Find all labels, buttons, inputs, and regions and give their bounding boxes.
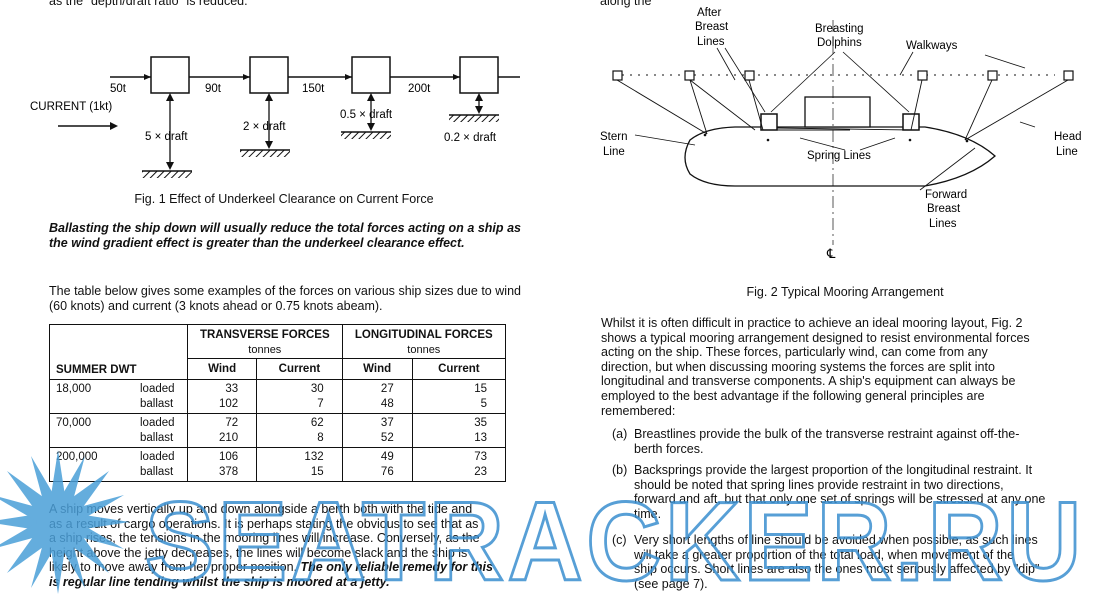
fig1-current-label: CURRENT (1kt): [30, 101, 112, 113]
fig1-clearance-3: 0.5 × draft: [340, 109, 393, 121]
label-breasting-1: Breasting: [815, 23, 864, 35]
fig1-clearance-1: 5 × draft: [145, 131, 188, 143]
forces-table: SUMMER DWT TRANSVERSE FORCES tonnes LONG…: [49, 324, 507, 482]
label-walkways: Walkways: [906, 40, 958, 52]
mooring-point: [917, 70, 928, 81]
fig2-caption: Fig. 2 Typical Mooring Arrangement: [746, 285, 944, 299]
mooring-point: [987, 70, 998, 81]
dolphin-aft: [760, 113, 778, 131]
list-item-b: (b) Backsprings provide the largest prop…: [612, 463, 1046, 521]
fig1-clearance-4: 0.2 × draft: [444, 132, 497, 144]
row-dwt: 200,000: [56, 451, 98, 463]
ballast-note: Ballasting the ship down will usually re…: [49, 221, 521, 250]
label-forward-breast-1: Forward: [925, 189, 967, 201]
ship-hull: [684, 126, 996, 187]
fig2-diagram: After Breast Lines Breasting Dolphins Wa…: [600, 7, 1082, 261]
fig1-box-2: [249, 56, 289, 94]
fig1-box-4: [459, 56, 499, 94]
table-current-head-2: Current: [411, 358, 507, 380]
table-wind-head-2: Wind: [341, 358, 413, 380]
fig1-box-3: [351, 56, 391, 94]
mooring-paragraph: Whilst it is often difficult in practice…: [601, 316, 1030, 418]
list-item-a: (a) Breastlines provide the bulk of the …: [612, 427, 1020, 456]
fig1-force-3: 150t: [302, 83, 325, 95]
fig1-force-4: 200t: [408, 83, 431, 95]
label-stern-1: Stern: [600, 131, 628, 143]
table-current-head-1: Current: [256, 358, 343, 380]
list-item-c: (c) Very short lengths of line should be…: [612, 533, 1040, 591]
label-forward-breast-3: Lines: [929, 218, 957, 230]
label-after-breast-1: After: [697, 7, 721, 19]
mooring-point: [612, 70, 623, 81]
table-transverse-head: TRANSVERSE FORCES tonnes: [187, 324, 343, 359]
fig1-force-1: 50t: [110, 83, 127, 95]
label-spring-lines: Spring Lines: [807, 150, 871, 162]
label-after-breast-3: Lines: [697, 36, 725, 48]
tide-emphasis-1: The only reliable remedy for this: [300, 560, 493, 575]
label-after-breast-2: Breast: [695, 21, 729, 33]
label-centreline: ℄: [826, 246, 836, 261]
top-fragment-text: as the "depth/draft ratio" is reduced.: [49, 0, 248, 8]
table-intro: The table below gives some examples of t…: [49, 284, 521, 313]
label-head-2: Line: [1056, 146, 1078, 158]
table-longitudinal-head: LONGITUDINAL FORCES tonnes: [341, 324, 507, 359]
fig1-force-2: 90t: [205, 83, 222, 95]
label-head-1: Head: [1054, 131, 1082, 143]
fig1-clearance-2: 2 × draft: [243, 121, 286, 133]
mooring-point: [744, 70, 755, 81]
mooring-point: [1063, 70, 1074, 81]
top-right-fragment: along the: [600, 0, 652, 8]
tide-paragraph: A ship moves vertically up and down alon…: [49, 502, 521, 590]
label-stern-2: Line: [603, 146, 625, 158]
row-dwt: 18,000: [56, 383, 92, 395]
row-dwt: 70,000: [56, 417, 92, 429]
table-wind-head-1: Wind: [186, 358, 258, 380]
mooring-point: [684, 70, 695, 81]
fig1-caption: Fig. 1 Effect of Underkeel Clearance on …: [134, 192, 434, 206]
label-forward-breast-2: Breast: [927, 203, 961, 215]
fig1-diagram: 50t 90t 150t 200t CURRENT (1kt) 5 × draf…: [30, 56, 520, 178]
jetty-platform: [804, 96, 871, 128]
dolphin-fwd: [902, 113, 920, 131]
fig1-box-1: [150, 56, 190, 94]
label-breasting-2: Dolphins: [817, 37, 862, 49]
table-dwt-head: SUMMER DWT: [49, 324, 188, 380]
tide-emphasis-2: is regular line tending whilst the ship …: [49, 574, 390, 589]
